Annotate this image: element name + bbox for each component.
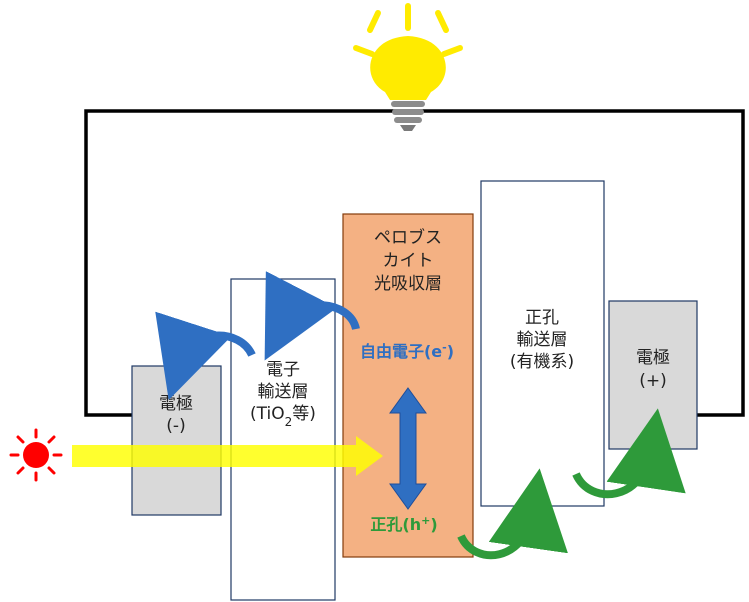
- perovskite-label-2: カイト: [383, 251, 434, 271]
- electron-arrow-to-electrode: [155, 311, 256, 401]
- sun-icon: [9, 428, 63, 482]
- electrode-positive-label-1: 電極: [636, 348, 670, 368]
- light-beam-arrow: [72, 436, 383, 476]
- electrode-negative-label-2: (-): [166, 416, 185, 436]
- perovskite-label-1: ペロブス: [374, 227, 442, 248]
- electrode-negative-label-1: 電極: [159, 394, 193, 414]
- hole-label: 正孔(h+): [370, 514, 437, 535]
- electrode-negative: [131, 365, 222, 516]
- hole-arrow-to-htl: [457, 468, 568, 560]
- electron-transport-layer: [230, 278, 336, 601]
- perovskite-label-3: 光吸収層: [374, 274, 442, 294]
- hole-arrow-to-electrode: [572, 408, 686, 499]
- light-bulb-icon: [353, 3, 463, 131]
- electrode-positive-label-2: (+): [639, 371, 667, 391]
- htl-label-2: 輸送層: [517, 330, 568, 350]
- etl-label-3: (TiO2等): [250, 404, 316, 429]
- hole-transport-layer: [480, 180, 605, 507]
- htl-label-1: 正孔: [525, 308, 559, 328]
- carrier-separation-arrow: [389, 387, 427, 510]
- free-electron-label: 自由電子(e-): [360, 341, 454, 362]
- etl-label-2: 輸送層: [258, 382, 309, 402]
- electron-arrow-to-etl: [264, 271, 360, 361]
- htl-label-3: (有機系): [510, 352, 574, 372]
- circuit-wire: [84, 109, 745, 417]
- etl-label-1: 電子: [266, 360, 300, 380]
